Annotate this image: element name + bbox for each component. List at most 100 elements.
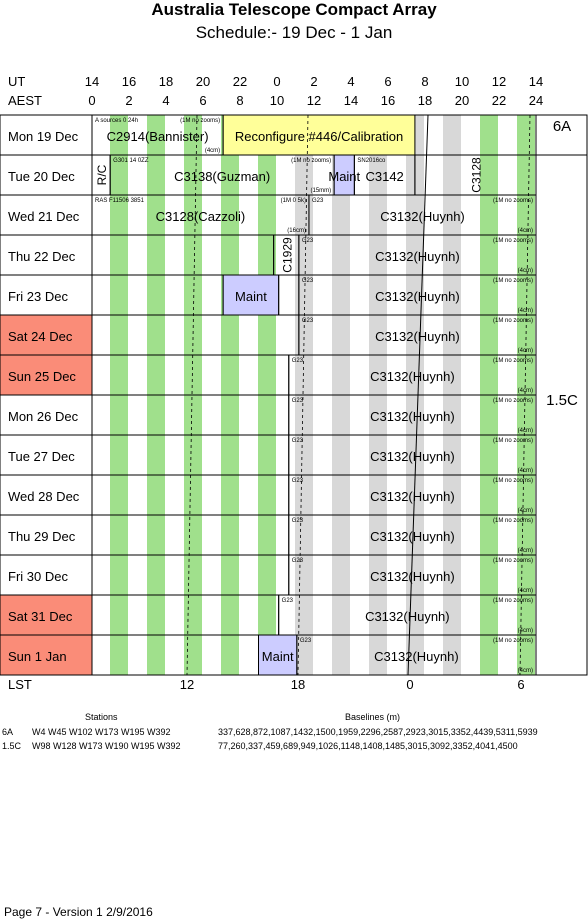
config-6a-stations: W4 W45 W102 W173 W195 W392	[32, 727, 171, 737]
day-label: Wed 21 Dec	[8, 209, 80, 224]
green-band	[258, 435, 276, 475]
block-note: G23	[300, 638, 312, 644]
green-band	[517, 435, 535, 475]
lst-tick: 6	[517, 677, 525, 692]
grey-band	[443, 235, 461, 275]
block-label: C3132(Huynh)	[370, 489, 455, 504]
green-band	[480, 235, 498, 275]
aest-tick: 6	[199, 93, 207, 108]
grey-band	[332, 195, 350, 235]
grey-band	[332, 435, 350, 475]
green-band	[258, 475, 276, 515]
block-note: (15mm)	[311, 188, 332, 194]
block-note: (1M 0 5k)	[281, 198, 306, 204]
green-band	[480, 515, 498, 555]
block-fill	[223, 115, 415, 155]
block-note: (1M no zooms)	[493, 278, 533, 284]
grey-band	[406, 395, 424, 435]
grey-band	[443, 355, 461, 395]
green-band	[147, 195, 165, 235]
green-band	[517, 155, 535, 195]
grey-band	[443, 435, 461, 475]
grey-band	[406, 555, 424, 595]
grey-band	[332, 315, 350, 355]
block-note: (1M no zooms)	[493, 358, 533, 364]
grey-band	[369, 155, 387, 195]
day-label: Tue 20 Dec	[8, 169, 75, 184]
grey-band	[443, 155, 461, 195]
green-band	[184, 355, 202, 395]
block-label: Reconfigure #446/Calibration	[235, 129, 403, 144]
grey-band	[332, 595, 350, 635]
block-fill	[223, 275, 279, 315]
grey-band	[369, 595, 387, 635]
grey-band	[332, 475, 350, 515]
day-label: Sat 24 Dec	[8, 329, 73, 344]
day-label: Mon 19 Dec	[8, 129, 79, 144]
green-band	[110, 515, 128, 555]
block-note: (4cm)	[518, 268, 533, 274]
aest-tick: 22	[491, 93, 507, 108]
aest-tick: 10	[269, 93, 285, 108]
day-label-cell	[0, 594, 93, 636]
green-band	[258, 595, 276, 635]
ut-tick: 2	[310, 74, 318, 89]
green-band	[258, 195, 276, 235]
ut-tick: 4	[347, 74, 355, 89]
day-label-cell	[0, 314, 93, 356]
block-label: C3138(Guzman)	[174, 169, 270, 184]
green-band	[147, 155, 165, 195]
day-label: Sun 1 Jan	[8, 649, 67, 664]
green-band	[110, 275, 128, 315]
green-band	[110, 355, 128, 395]
block-label: R/C	[95, 164, 109, 185]
block-note: (4cm)	[518, 668, 533, 674]
green-band	[110, 595, 128, 635]
grey-band	[332, 235, 350, 275]
green-band	[517, 595, 535, 635]
ut-tick: 20	[195, 74, 211, 89]
green-band	[258, 555, 276, 595]
green-band	[184, 195, 202, 235]
grey-band	[295, 235, 313, 275]
green-band	[258, 395, 276, 435]
ut-tick: 16	[121, 74, 137, 89]
green-band	[147, 595, 165, 635]
lst-tick: 12	[179, 677, 195, 692]
green-band	[110, 115, 128, 155]
ut-tick: 6	[384, 74, 392, 89]
version-footer: Page 7 - Version 1 2/9/2016	[4, 905, 153, 919]
block-label: C3128	[469, 157, 483, 193]
block-note: (4cm)	[518, 548, 533, 554]
day-label-cell	[0, 474, 93, 516]
block-note: G23	[292, 478, 304, 484]
block-note: (4cm)	[518, 508, 533, 514]
green-band	[110, 635, 128, 675]
ut-tick: 10	[454, 74, 470, 89]
block-note: (1M no zooms)	[493, 558, 533, 564]
block-note: G23	[282, 598, 294, 604]
green-band	[110, 395, 128, 435]
green-band	[221, 555, 239, 595]
config-15c-name: 1.5C	[2, 741, 22, 751]
green-band	[147, 115, 165, 155]
grey-band	[406, 195, 424, 235]
grey-band	[406, 515, 424, 555]
grey-band	[295, 395, 313, 435]
block-label: C3132(Huynh)	[375, 249, 460, 264]
green-band	[221, 595, 239, 635]
grey-band	[406, 475, 424, 515]
grey-band	[369, 555, 387, 595]
green-band	[517, 235, 535, 275]
grey-band	[406, 635, 424, 675]
green-band	[221, 355, 239, 395]
green-band	[147, 555, 165, 595]
block-label: C3132(Huynh)	[365, 609, 450, 624]
day-label: Mon 26 Dec	[8, 409, 79, 424]
grid-border	[0, 114, 588, 676]
green-band	[480, 115, 498, 155]
block-note: (1M no zooms)	[493, 398, 533, 404]
block-label: C3132(Huynh)	[370, 449, 455, 464]
green-band	[480, 395, 498, 435]
block-label: Maint	[328, 169, 360, 184]
